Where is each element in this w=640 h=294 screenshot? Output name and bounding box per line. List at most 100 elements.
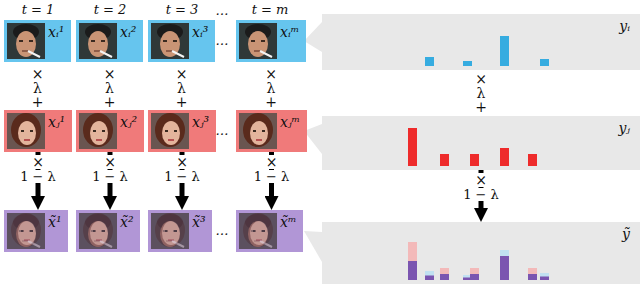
face-thumbnail (7, 113, 45, 149)
illustration-part (253, 130, 256, 132)
illustration-part (7, 113, 45, 149)
face-thumbnail (7, 23, 45, 59)
mix-weight: 1 − λ (18, 170, 58, 183)
video-frame: xⱼ¹ (4, 110, 72, 152)
time-step: t = 1 (22, 3, 55, 16)
mix-operator: × (102, 155, 118, 169)
illustration-part (19, 40, 23, 42)
illustration-part (500, 250, 509, 280)
label-distribution-panel: ỹ (322, 222, 640, 284)
illustration-part (528, 268, 537, 280)
face (151, 113, 189, 149)
illustration-part (528, 154, 537, 166)
mix-operator: × (176, 67, 188, 81)
label-distribution-panel: yⱼ (322, 116, 640, 170)
face-thumbnail (79, 113, 117, 149)
illustration-part (239, 113, 277, 149)
illustration-part (11, 113, 41, 147)
illustration-part (174, 130, 177, 132)
illustration-part (29, 40, 33, 42)
illustration-part (251, 40, 255, 42)
face-thumbnail (239, 113, 277, 149)
illustration-part (79, 213, 117, 249)
face (7, 113, 45, 149)
illustration-part (408, 261, 417, 280)
illustration-part (93, 130, 96, 132)
illustration-part (470, 274, 479, 280)
face (7, 213, 45, 249)
illustration-part (463, 61, 472, 66)
face (151, 213, 189, 249)
illustration-part (172, 51, 184, 57)
illustration-part (243, 113, 273, 147)
illustration-part (79, 213, 117, 249)
illustration-part (239, 23, 277, 59)
face-thumbnail (151, 113, 189, 149)
video-frame: x̃² (76, 210, 140, 252)
mix-operator: × (174, 155, 190, 169)
video-frame: x̃¹ (4, 210, 68, 252)
distribution-label: ỹ (622, 226, 630, 243)
ellipsis: … (216, 224, 229, 237)
illustration-part (256, 139, 262, 141)
face (239, 23, 277, 59)
illustration-part (151, 213, 189, 249)
illustration-part (239, 213, 277, 249)
illustration-part (540, 277, 549, 281)
frame-label: x̃³ (192, 214, 206, 231)
speech-tail (304, 22, 322, 52)
face (7, 213, 45, 249)
face-thumbnail (239, 213, 277, 249)
illustration-part (165, 130, 168, 132)
time-step: t = 2 (94, 3, 127, 16)
illustration-part (7, 213, 45, 249)
mix-operator: + (475, 100, 487, 114)
time-step: t = 3 (166, 3, 199, 16)
time-step: t = m (252, 3, 289, 16)
face-thumbnail (79, 23, 117, 59)
illustration-part (500, 148, 509, 166)
illustration-part (102, 130, 105, 132)
mix-weight: 1 − λ (162, 170, 202, 183)
frame-label: xⱼᵐ (280, 114, 300, 131)
frame-label: xᵢ¹ (48, 24, 64, 41)
illustration-part (262, 130, 265, 132)
mix-weight: 1 − λ (252, 170, 292, 183)
face (79, 213, 117, 249)
bar-chart (322, 116, 640, 170)
illustration-part (151, 23, 189, 59)
illustration-part (96, 139, 102, 141)
illustration-part (425, 276, 434, 281)
illustration-part (425, 57, 434, 66)
mix-operator: λ (477, 86, 486, 100)
illustration-part (151, 213, 189, 249)
video-frame: xᵢ³ (148, 20, 215, 62)
illustration-part (18, 121, 36, 145)
frame-label: x̃² (120, 214, 134, 231)
illustration-part (425, 271, 434, 280)
illustration-part (7, 213, 45, 249)
mix-operator: × (264, 155, 280, 169)
face-thumbnail (79, 213, 117, 249)
illustration-part (79, 23, 117, 59)
face (151, 23, 189, 59)
face (79, 23, 117, 59)
video-frame: xᵢ¹ (4, 20, 71, 62)
bar-chart (322, 222, 640, 284)
illustration-part (7, 213, 45, 249)
illustration-part (261, 40, 265, 42)
face (239, 113, 277, 149)
frame-label: xᵢ³ (192, 24, 208, 41)
face-thumbnail (7, 213, 45, 249)
mix-operator: λ (267, 81, 276, 95)
distribution-label: yⱼ (618, 120, 630, 137)
video-frame: xⱼ³ (148, 110, 216, 152)
frame-label: xⱼ³ (192, 114, 209, 131)
illustration-part (470, 268, 479, 280)
face (79, 113, 117, 149)
face-thumbnail (239, 23, 277, 59)
illustration-part (440, 274, 449, 280)
illustration-part (100, 51, 112, 57)
frame-label: x̃¹ (48, 214, 62, 231)
frame-label: xᵢᵐ (280, 24, 299, 41)
